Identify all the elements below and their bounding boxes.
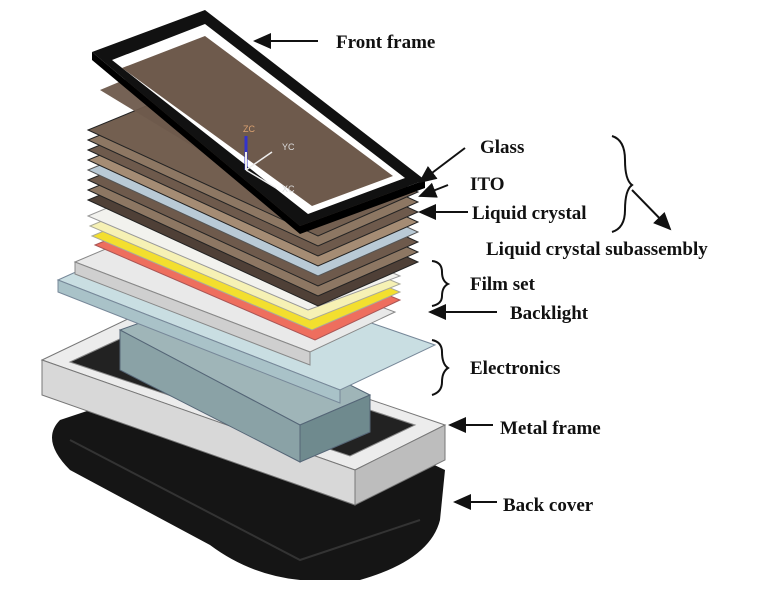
- callout-arrows: [253, 33, 672, 510]
- label-film-set: Film set: [470, 274, 536, 295]
- label-electronics: Electronics: [470, 358, 560, 379]
- axis-label-x: XC: [282, 184, 295, 194]
- coordinate-axes-icon: ZC YC XC: [243, 124, 295, 194]
- axis-label-z: ZC: [243, 124, 255, 134]
- label-front-frame: Front frame: [336, 32, 435, 53]
- label-metal-frame: Metal frame: [500, 418, 601, 439]
- label-liquid-crystal: Liquid crystal: [472, 203, 587, 224]
- label-liquid-crystal-subassembly: Liquid crystal subassembly: [486, 239, 708, 260]
- label-backlight: Backlight: [510, 303, 589, 324]
- axis-label-y: YC: [282, 142, 295, 152]
- label-back-cover: Back cover: [503, 495, 594, 516]
- label-ito: ITO: [470, 174, 505, 195]
- front-frame: [92, 10, 425, 234]
- label-glass: Glass: [480, 137, 524, 158]
